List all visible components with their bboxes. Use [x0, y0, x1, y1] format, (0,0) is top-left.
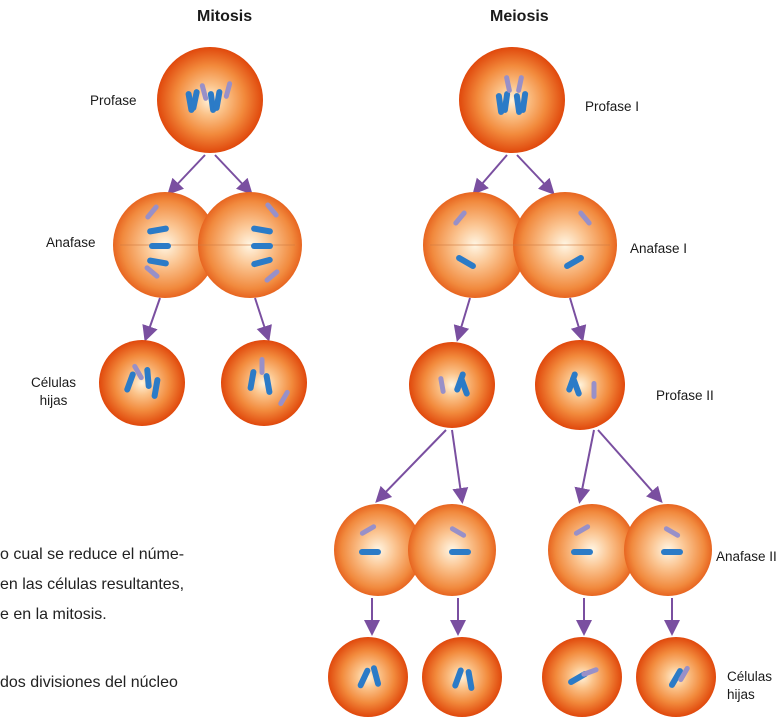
meiosis-anafase-2-cell [334, 504, 496, 596]
meiosis-daughter-cell [422, 637, 502, 717]
meiosis-anafase-1-cell [423, 192, 617, 298]
meiosis-daughter-cell [636, 637, 716, 717]
arrow [570, 298, 582, 338]
body-text-line-1: o cual se reduce el núme- [0, 542, 184, 568]
meiosis-anafase-2-cell [548, 504, 712, 596]
label-hijas: hijas [727, 686, 772, 704]
label-celulas-hijas-meiosis: Células hijas [727, 668, 772, 704]
body-text-line-2: en las células resultantes, [0, 572, 184, 598]
arrow [255, 298, 268, 338]
meiosis-profase-1-cell [459, 47, 565, 153]
arrow [452, 430, 462, 500]
arrow [170, 155, 205, 192]
arrow [458, 298, 470, 338]
label-anafase-2: Anafase II [716, 548, 777, 566]
arrow [598, 430, 660, 500]
arrow [517, 155, 552, 192]
label-anafase-1: Anafase I [630, 240, 687, 258]
arrow [475, 155, 507, 192]
label-hijas: hijas [31, 392, 76, 410]
label-anafase: Anafase [46, 234, 96, 252]
label-profase-1: Profase I [585, 98, 639, 116]
meiosis-profase-2-cell [535, 340, 625, 430]
label-celulas-hijas-mitosis: Células hijas [31, 374, 76, 410]
meiosis-heading: Meiosis [490, 8, 549, 26]
mitosis-profase-cell [157, 47, 263, 153]
meiosis-daughter-cell [542, 637, 622, 717]
mitosis-daughter-cell [221, 340, 307, 426]
mitosis-heading: Mitosis [197, 8, 252, 26]
label-profase-2: Profase II [656, 387, 714, 405]
label-celulas: Células [727, 668, 772, 686]
label-celulas: Células [31, 374, 76, 392]
arrow [580, 430, 594, 500]
arrow [215, 155, 250, 192]
arrow [146, 298, 160, 338]
mitosis-daughter-cell [99, 340, 185, 426]
body-text-line-4: dos divisiones del núcleo [0, 670, 178, 696]
label-profase: Profase [90, 92, 137, 110]
arrow [378, 430, 446, 500]
mitosis-anafase-cell [113, 192, 302, 298]
meiosis-profase-2-cell [409, 342, 495, 428]
meiosis-daughter-cell [328, 637, 408, 717]
body-text-line-3: e en la mitosis. [0, 602, 107, 628]
